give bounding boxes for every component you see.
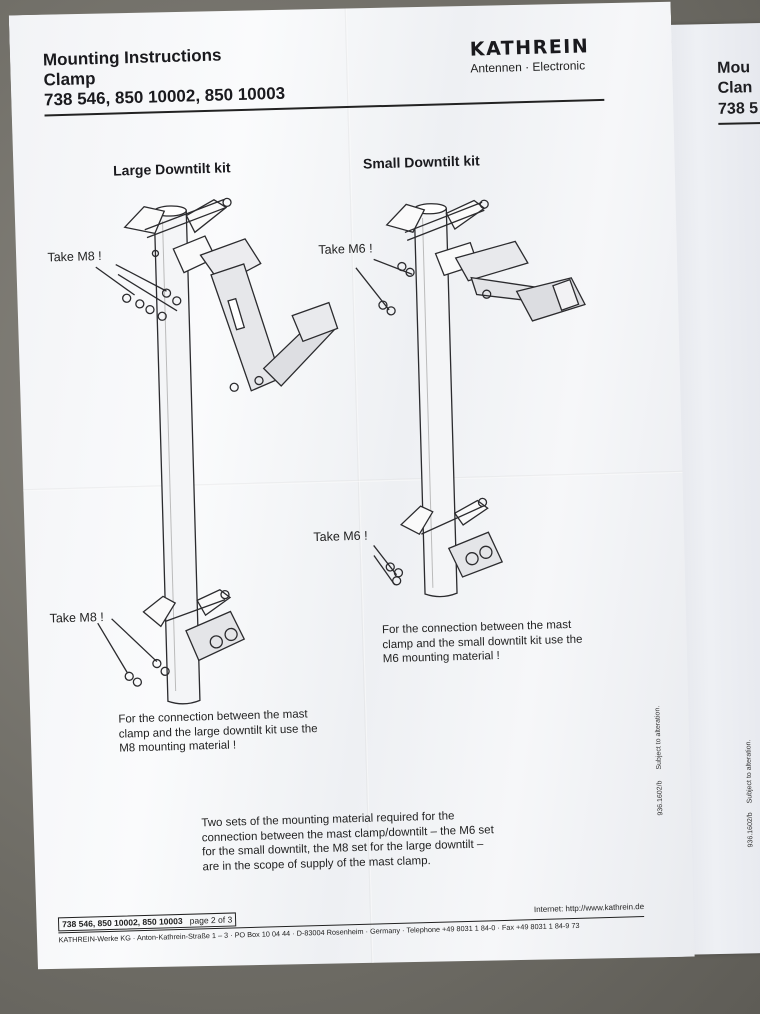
footer-page-number: page 2 of 3 xyxy=(189,914,233,926)
document-code: 936.1602/b xyxy=(656,780,665,816)
small-downtilt-arm xyxy=(455,239,585,323)
next-page-title-2: Clan xyxy=(717,79,753,97)
left-mast xyxy=(154,206,200,705)
right-mast xyxy=(414,203,457,597)
next-page-code: 936.1602/b xyxy=(746,812,755,848)
left-take-m8-top: Take M8 ! xyxy=(47,248,102,265)
small-kit-note: For the connection between the mast clam… xyxy=(381,618,583,666)
next-page-rule xyxy=(718,121,760,125)
large-downtilt-arm xyxy=(200,236,339,392)
next-page-title-1: Mou xyxy=(717,59,751,77)
scope-of-supply-note: Two sets of the mounting material requir… xyxy=(201,810,494,873)
right-take-m6-bottom: Take M6 ! xyxy=(313,528,368,545)
right-take-m6-top: Take M6 ! xyxy=(318,241,373,257)
mounting-illustration xyxy=(9,0,698,975)
large-kit-note: For the connection between the mast clam… xyxy=(118,708,318,755)
next-page-alteration: Subject to alteration. xyxy=(745,739,754,804)
left-bottom-clamp xyxy=(97,589,246,687)
instruction-sheet: Mounting Instructions Clamp 738 546, 850… xyxy=(9,0,698,975)
left-top-hardware xyxy=(96,263,182,322)
left-take-m8-bottom: Take M8 ! xyxy=(49,610,104,626)
right-bottom-clamp xyxy=(372,498,502,586)
right-top-hardware xyxy=(356,258,416,316)
next-page-title-3: 738 5 xyxy=(717,100,759,118)
left-top-clamp xyxy=(124,198,233,274)
footer-part-numbers: 738 546, 850 10002, 850 10003 xyxy=(61,915,183,930)
